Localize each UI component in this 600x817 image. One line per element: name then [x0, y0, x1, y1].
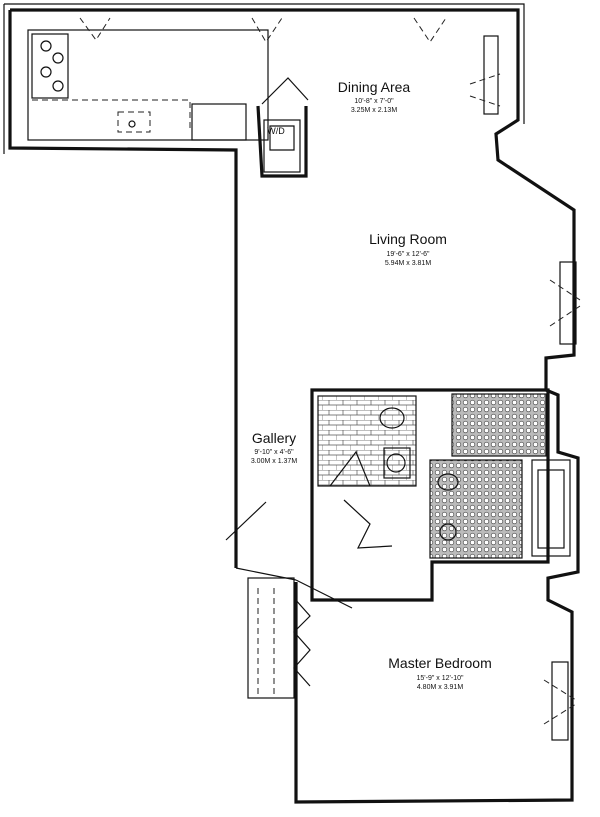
- room-name-master-bedroom: Master Bedroom: [388, 655, 491, 671]
- entry-door: [225, 499, 393, 609]
- room-dim-living-metric: 5.94M x 3.81M: [385, 260, 431, 267]
- bedroom-window: [543, 661, 577, 741]
- room-dim-master-bedroom-imperial: 15'-9" x 12'-10": [417, 675, 464, 682]
- kitchen: [27, 29, 269, 141]
- dining-windows: [79, 17, 501, 115]
- bathroom: [310, 388, 571, 602]
- room-dim-living-imperial: 19'-6" x 12'-6": [386, 251, 430, 258]
- room-dim-master-bedroom-metric: 4.80M x 3.91M: [417, 684, 463, 691]
- room-name-dining: Dining Area: [338, 79, 411, 95]
- exterior-walls: [3, 3, 580, 804]
- living-window: [549, 261, 581, 345]
- bedroom-closet: [247, 577, 311, 699]
- washer-dryer-label: W/D: [267, 126, 285, 136]
- room-name-gallery: Gallery: [252, 430, 296, 446]
- washer-dryer-closet: [256, 77, 309, 178]
- room-name-living: Living Room: [369, 231, 447, 247]
- room-dim-dining-metric: 3.25M x 2.13M: [351, 107, 397, 114]
- room-dim-gallery-imperial: 9'-10" x 4'-6": [254, 449, 294, 456]
- room-dim-dining-imperial: 10'-8" x 7'-0": [354, 98, 394, 105]
- room-dim-gallery-metric: 3.00M x 1.37M: [251, 458, 297, 465]
